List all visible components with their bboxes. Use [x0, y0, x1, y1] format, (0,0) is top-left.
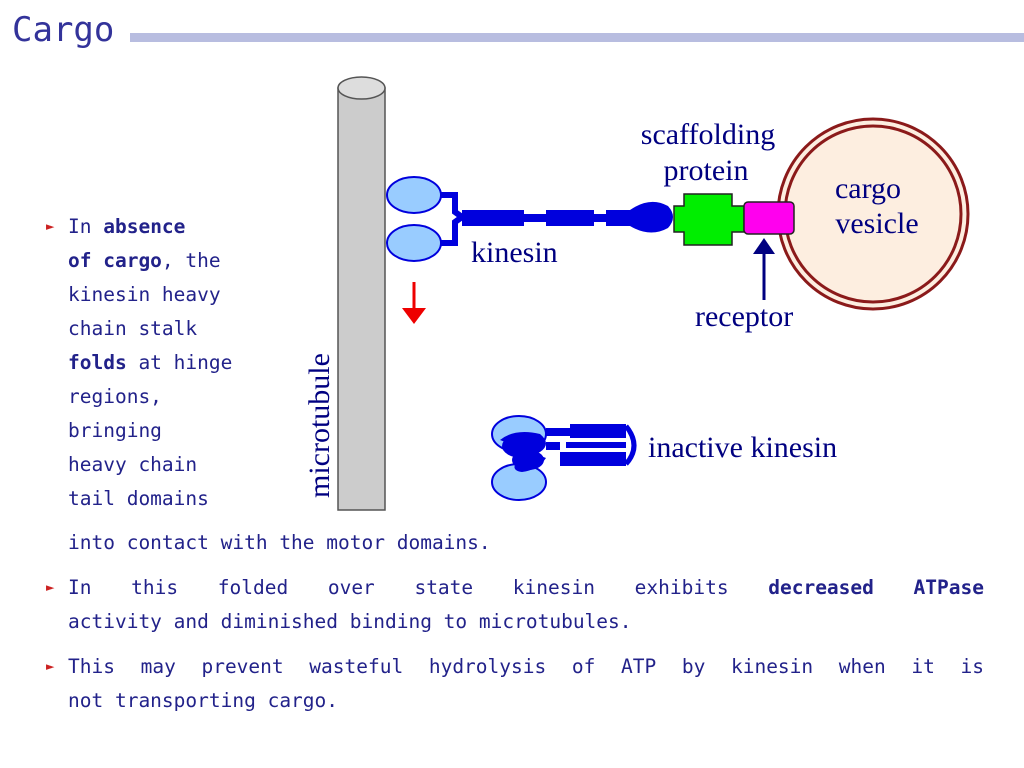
cargo-label-line2: vesicle: [835, 207, 918, 240]
bullet3-line-2: not transporting cargo.: [68, 689, 339, 712]
kinesin-label: kinesin: [471, 236, 558, 269]
bullet1-line-8: heavy chain: [68, 453, 198, 476]
microtubule-cylinder: [337, 76, 386, 511]
receptor-shape: [743, 201, 795, 235]
down-arrow-icon: [402, 282, 426, 324]
bullet-marker-icon: ►: [46, 581, 55, 594]
kinesin-diagram: microtubule scaffolding protein cargo ve…: [303, 76, 970, 511]
bullet1-line-9: tail domains: [68, 487, 209, 510]
motor-head-bottom: [386, 224, 442, 262]
inactive-kinesin-label: inactive kinesin: [648, 431, 837, 464]
bullet1-line-3: kinesin heavy: [68, 283, 221, 306]
receptor-arrow-icon: [753, 238, 775, 300]
bullet1-line-6: regions,: [68, 385, 162, 408]
bullet2-line-1: In this folded over state kinesin exhibi…: [68, 576, 984, 599]
active-kinesin-molecule: [386, 176, 673, 262]
microtubule-label: microtubule: [303, 353, 336, 498]
bullet3-line-1: This may prevent wasteful hydrolysis of …: [68, 655, 984, 678]
motor-head-top: [386, 176, 442, 214]
scaffolding-label-line1: scaffolding: [641, 118, 775, 151]
bullet2-line-2: activity and diminished binding to micro…: [68, 610, 632, 633]
slide-title: Cargo: [12, 10, 115, 50]
bullet1-line-4: chain stalk: [68, 317, 198, 340]
bullet-marker-icon: ►: [46, 660, 55, 673]
scaffolding-protein-shape: [673, 193, 745, 246]
bullet1-line-5: folds at hinge: [68, 351, 233, 374]
title-underline-bar: [130, 33, 1024, 42]
bullet1-line-2: of cargo, the: [68, 249, 221, 272]
bullet1-line-1: In absence: [68, 215, 186, 238]
cargo-label-line1: cargo: [835, 172, 901, 205]
bullet1-line-7: bringing: [68, 419, 162, 442]
scaffolding-label-line2: protein: [664, 154, 749, 187]
inactive-kinesin-molecule: [491, 415, 637, 501]
bullet-marker-icon: ►: [46, 220, 55, 233]
receptor-label: receptor: [695, 300, 793, 333]
bullet1-continuation: into contact with the motor domains.: [68, 531, 491, 554]
